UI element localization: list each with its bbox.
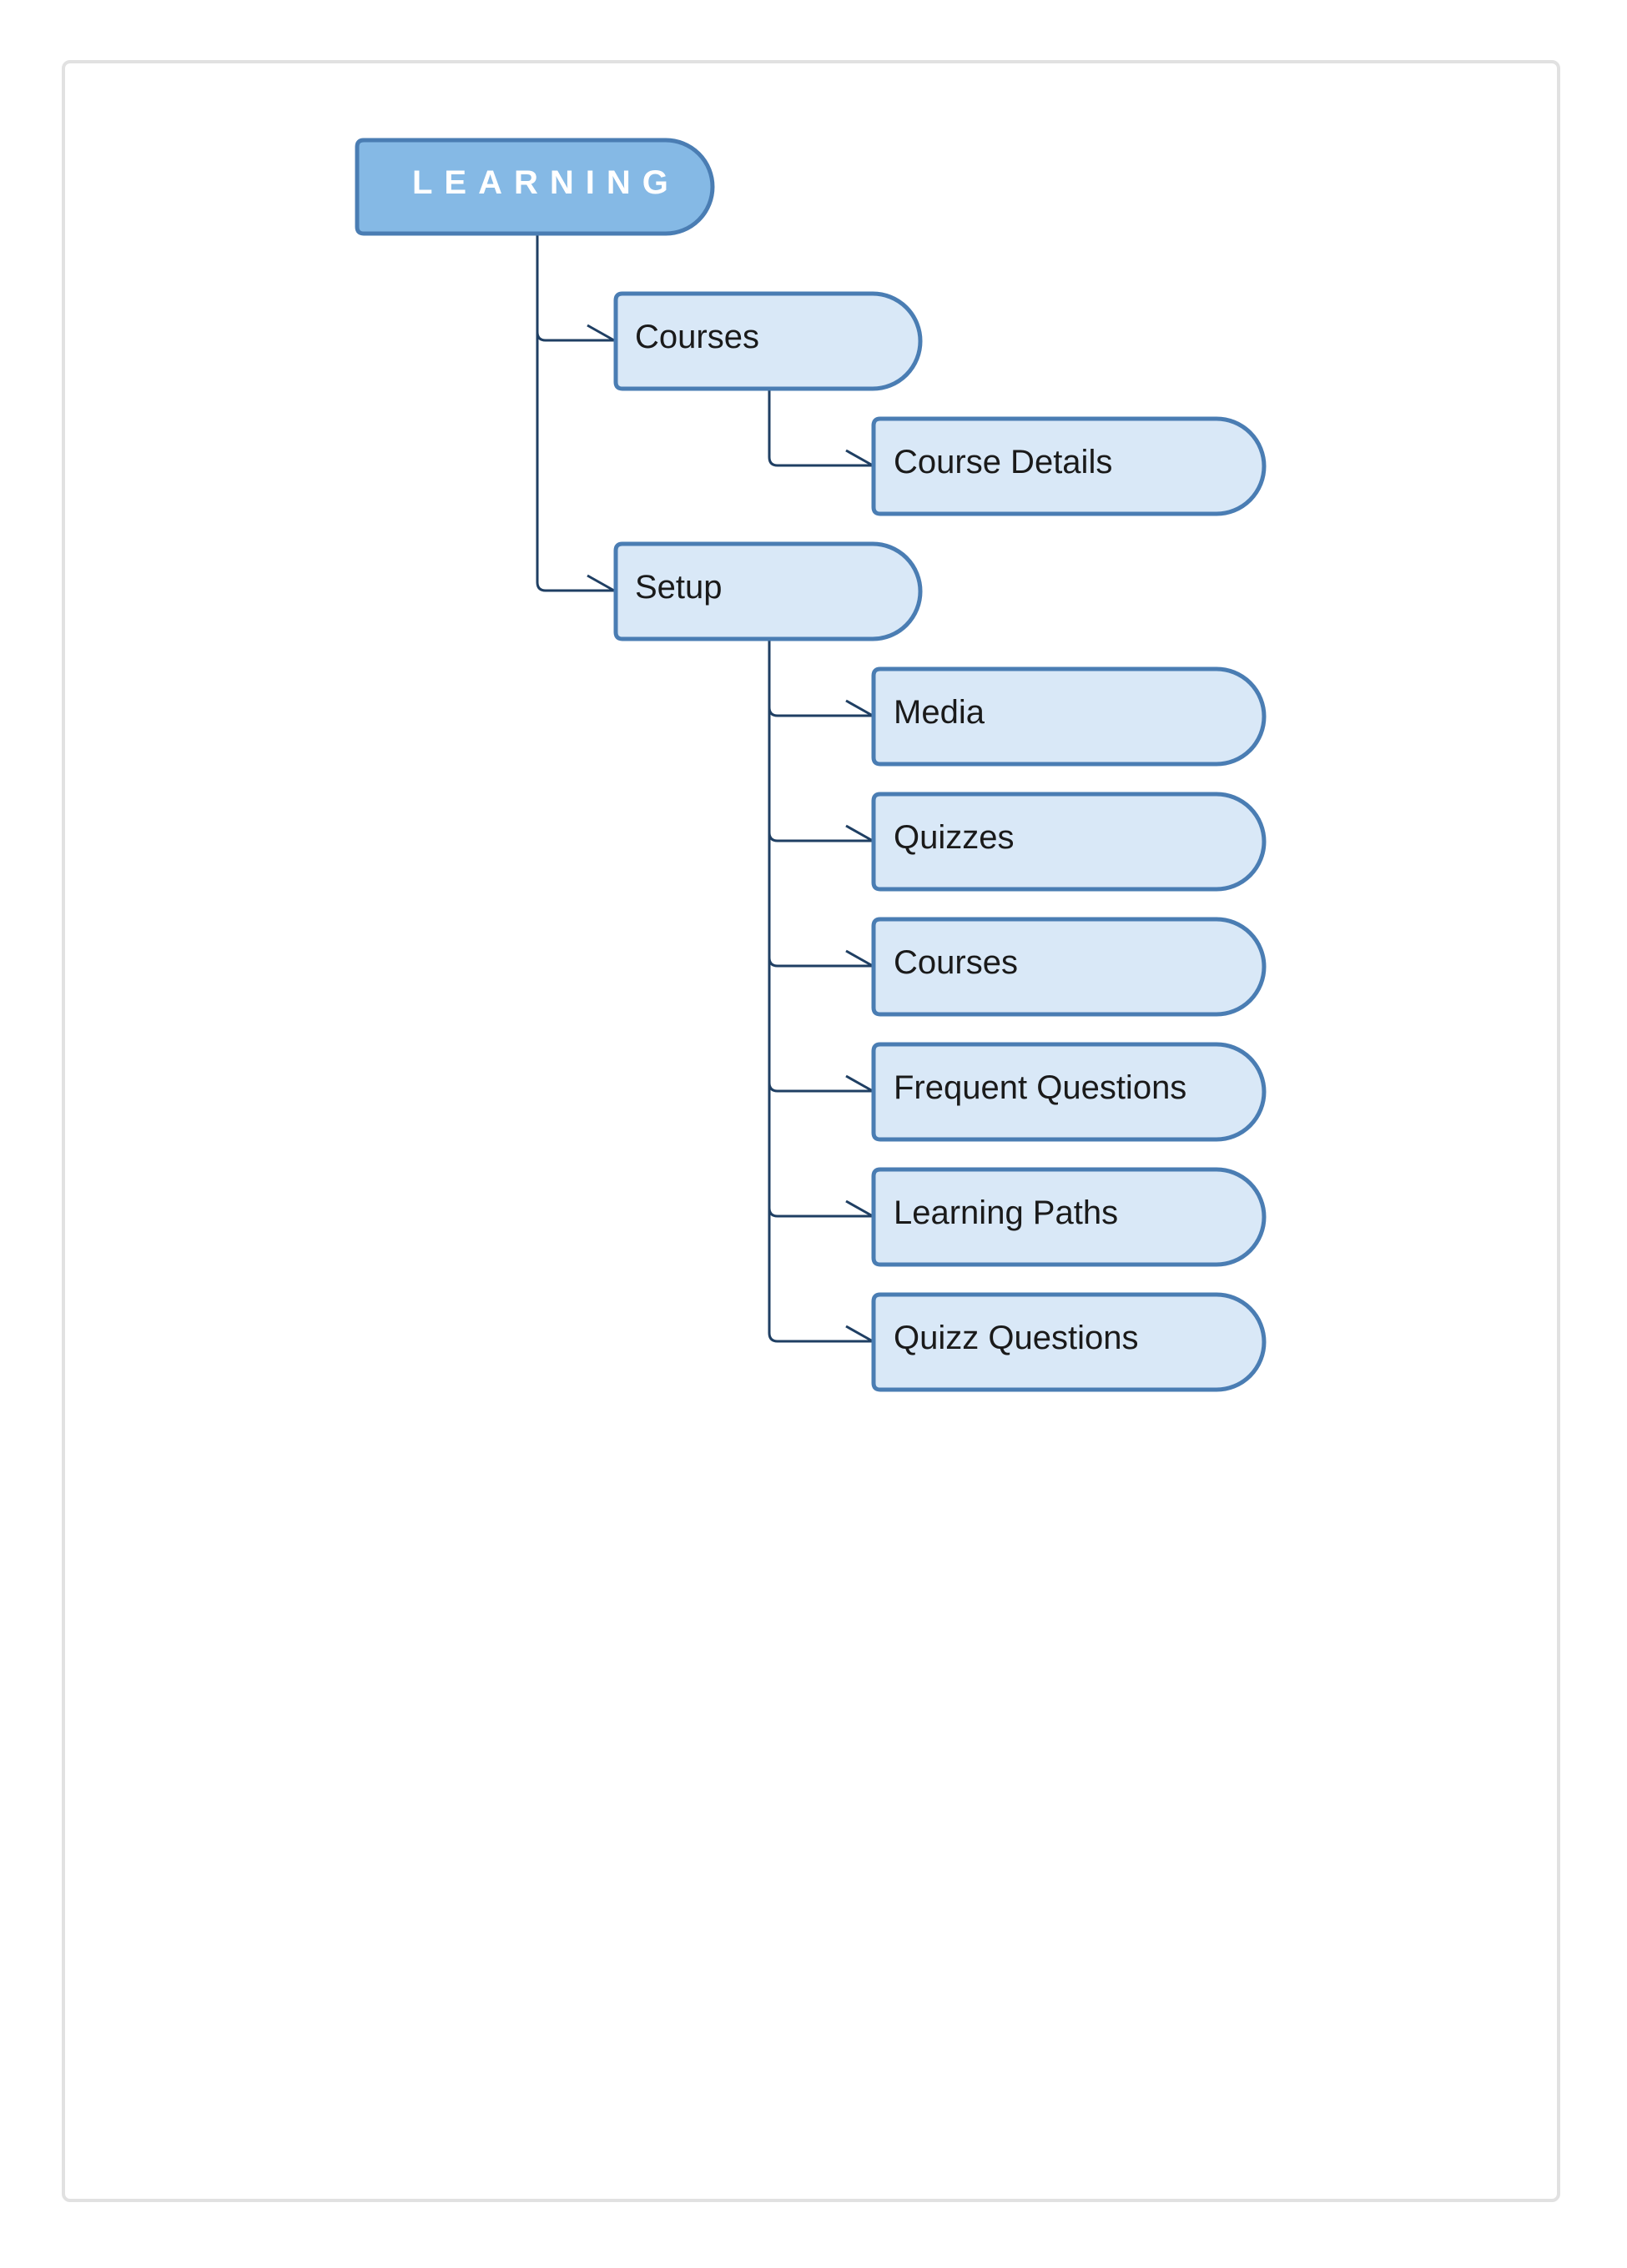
node-learning-paths[interactable]: Learning Paths <box>871 1167 1267 1267</box>
node-setup-courses-shape <box>871 917 1267 1017</box>
connector-setup-quizzes <box>768 832 873 842</box>
node-setup-courses-label: Courses <box>894 944 1018 981</box>
connector-setup-media <box>768 707 873 717</box>
connector-setup-frequent <box>768 1082 873 1093</box>
connector-root-trunk <box>536 234 614 592</box>
root-node-label: LEARNING <box>412 164 680 201</box>
root-node[interactable]: LEARNING <box>355 138 715 236</box>
connector-setup-courses <box>768 957 873 968</box>
arrow-media <box>845 699 874 717</box>
node-courses-label: Courses <box>635 319 759 355</box>
diagram-frame <box>62 60 1560 2202</box>
connector-setup-trunk <box>768 639 873 1343</box>
node-media-shape <box>871 666 1267 767</box>
connector-courses-details <box>768 389 873 467</box>
node-setup-courses[interactable]: Courses <box>871 917 1267 1017</box>
node-quizzes[interactable]: Quizzes <box>871 792 1267 892</box>
node-quizzes-label: Quizzes <box>894 819 1015 856</box>
node-course-details-shape <box>871 416 1267 516</box>
arrow-quizzes <box>845 824 874 842</box>
connectors <box>536 234 874 1343</box>
node-courses-shape <box>613 291 923 391</box>
node-quizzes-shape <box>871 792 1267 892</box>
node-frequent-questions-label: Frequent Questions <box>894 1069 1186 1106</box>
node-frequent-questions-shape <box>871 1042 1267 1142</box>
root-node-shape <box>355 138 715 236</box>
connector-setup-paths <box>768 1207 873 1218</box>
arrow-learning-paths <box>845 1199 874 1218</box>
arrow-setup-courses <box>845 949 874 968</box>
node-setup-shape <box>613 541 923 641</box>
node-course-details-label: Course Details <box>894 444 1112 480</box>
arrow-frequent-questions <box>845 1074 874 1093</box>
arrow-course-details <box>845 449 874 467</box>
node-quizz-questions-label: Quizz Questions <box>894 1320 1138 1356</box>
node-frequent-questions[interactable]: Frequent Questions <box>871 1042 1267 1142</box>
node-learning-paths-label: Learning Paths <box>894 1194 1118 1231</box>
node-quizz-questions[interactable]: Quizz Questions <box>871 1292 1267 1392</box>
arrow-quizz-questions <box>845 1325 874 1343</box>
node-setup-label: Setup <box>635 569 723 606</box>
node-quizz-questions-shape <box>871 1292 1267 1392</box>
connector-root-courses <box>536 331 614 342</box>
node-learning-paths-shape <box>871 1167 1267 1267</box>
node-setup[interactable]: Setup <box>613 541 923 641</box>
arrow-courses <box>587 324 615 342</box>
node-course-details[interactable]: Course Details <box>871 416 1267 516</box>
node-media[interactable]: Media <box>871 666 1267 767</box>
node-courses[interactable]: Courses <box>613 291 923 391</box>
node-media-label: Media <box>894 694 985 731</box>
arrow-setup <box>587 574 615 592</box>
